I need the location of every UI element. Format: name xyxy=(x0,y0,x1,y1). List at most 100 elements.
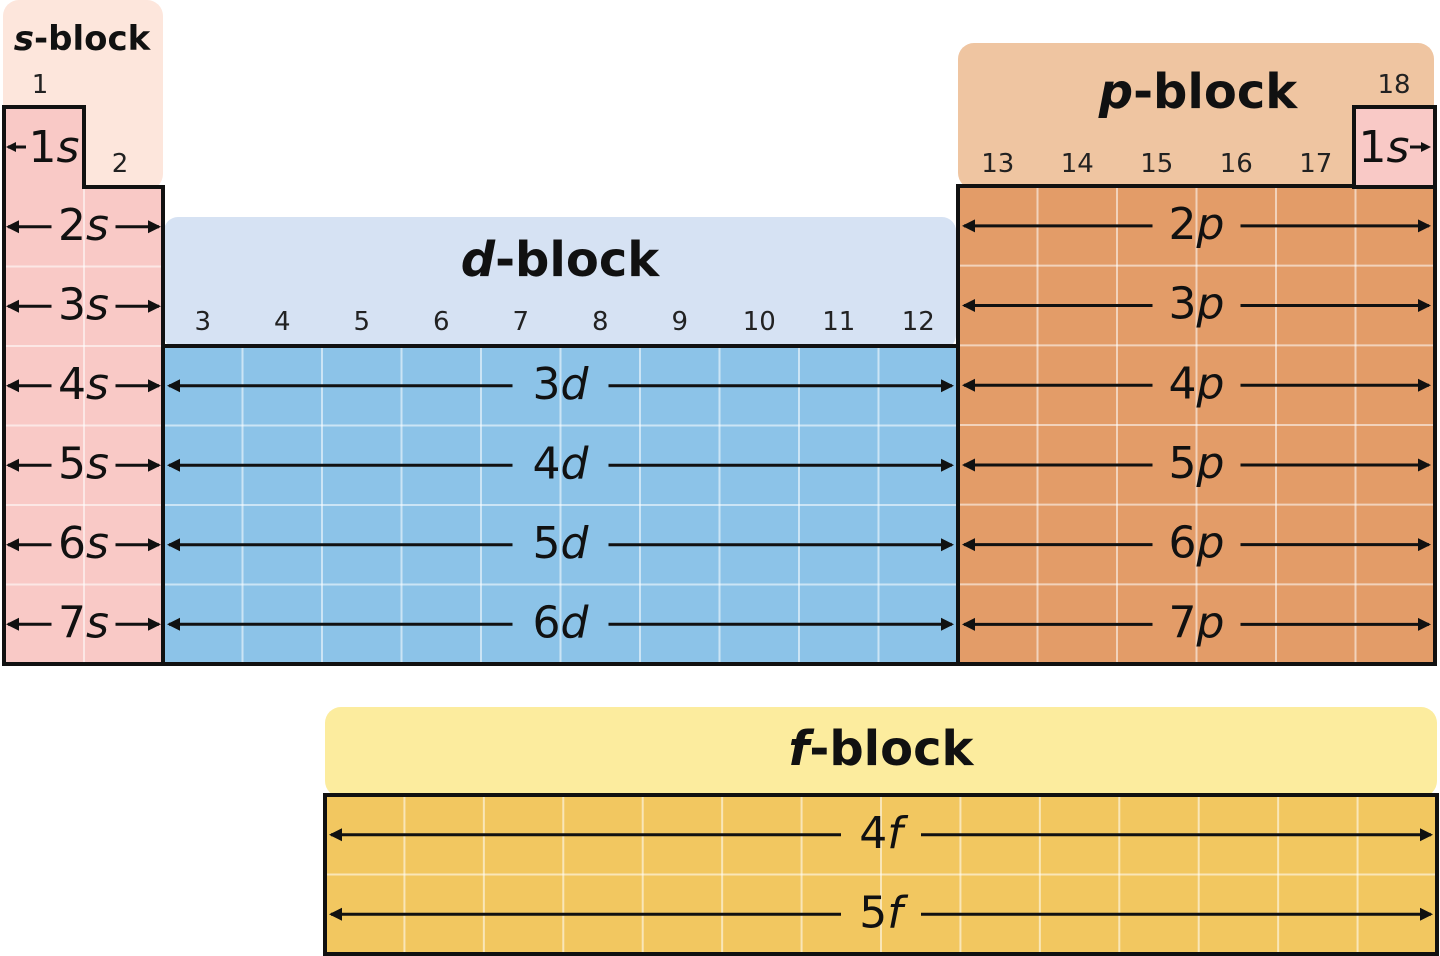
orbital-row-3s: 3s xyxy=(6,279,161,330)
group-number: 3 xyxy=(194,307,211,337)
arrow-head xyxy=(962,458,975,472)
group-number: 7 xyxy=(512,307,529,337)
arrow-head xyxy=(329,907,342,921)
orbital-label: 2p xyxy=(1169,198,1225,249)
orbital-label: 4d xyxy=(533,438,590,489)
group-number: 2 xyxy=(112,149,129,179)
f-block-header xyxy=(325,707,1437,797)
orbital-label: 5s xyxy=(58,438,109,489)
orbital-label: 1s xyxy=(29,122,80,173)
group-number: 15 xyxy=(1140,149,1173,179)
arrow-head xyxy=(941,538,954,552)
arrow-head xyxy=(6,142,16,152)
orbital-label: 5d xyxy=(533,517,590,568)
orbital-label: 3s xyxy=(58,279,109,330)
orbital-label: 2s xyxy=(58,199,109,250)
orbital-row-6d: 6d xyxy=(167,597,954,648)
group-number: 10 xyxy=(743,307,776,337)
group-number: 16 xyxy=(1220,149,1253,179)
arrow-head xyxy=(6,458,19,472)
orbital-row-2p: 2p xyxy=(962,198,1431,249)
arrow-head xyxy=(962,299,975,313)
orbital-label: 4p xyxy=(1169,358,1225,409)
arrow-head xyxy=(6,617,19,631)
orbital-row-7s: 7s xyxy=(6,597,161,648)
group-number: 5 xyxy=(353,307,370,337)
orbital-row-2s: 2s xyxy=(6,199,161,250)
arrow-head xyxy=(6,299,19,313)
group-number: 4 xyxy=(274,307,291,337)
orbital-row-7p: 7p xyxy=(962,597,1431,648)
arrow-head xyxy=(962,538,975,552)
arrow-head xyxy=(167,458,180,472)
group-number: 6 xyxy=(433,307,450,337)
orbital-row-4d: 4d xyxy=(167,438,954,489)
arrow-head xyxy=(1418,219,1431,233)
group-number: 11 xyxy=(822,307,855,337)
orbital-row-6p: 6p xyxy=(962,517,1431,568)
arrow-head xyxy=(1420,907,1433,921)
arrow-head xyxy=(1418,378,1431,392)
orbital-label: 5p xyxy=(1169,437,1225,488)
orbital-label: 7p xyxy=(1169,597,1225,648)
orbital-label: 7s xyxy=(58,597,109,648)
arrow-head xyxy=(1418,538,1431,552)
arrow-head xyxy=(962,378,975,392)
arrow-head xyxy=(941,458,954,472)
orbital-label: 1s xyxy=(1359,122,1410,173)
arrow-head xyxy=(962,617,975,631)
orbital-label: 6p xyxy=(1169,517,1225,568)
arrow-head xyxy=(1418,458,1431,472)
s-group-numbers: 1 2 xyxy=(32,70,129,179)
orbital-row-4s: 4s xyxy=(6,358,161,409)
arrow-head xyxy=(1418,299,1431,313)
arrow-head xyxy=(148,379,161,393)
arrow-head xyxy=(148,458,161,472)
f-block-title: f-block xyxy=(789,721,975,777)
orbital-row-4p: 4p xyxy=(962,358,1431,409)
f-block-cells xyxy=(323,793,1439,956)
group-number: 8 xyxy=(592,307,609,337)
orbital-label: 4f xyxy=(859,807,909,858)
group-number: 1 xyxy=(32,70,49,100)
orbital-row-3d: 3d xyxy=(167,358,954,409)
arrow-head xyxy=(167,379,180,393)
arrow-head xyxy=(1421,142,1431,152)
arrow-head xyxy=(941,379,954,393)
d-block-cells xyxy=(161,344,960,666)
orbital-row-5d: 5d xyxy=(167,517,954,568)
arrow-head xyxy=(148,538,161,552)
d-block-title: d-block xyxy=(461,232,661,288)
orbital-label: 3p xyxy=(1169,278,1225,329)
orbital-label: 6s xyxy=(58,517,109,568)
group-number: 12 xyxy=(902,307,935,337)
arrow-head xyxy=(1418,617,1431,631)
group-number: 14 xyxy=(1061,149,1094,179)
p-orbital-rows: 2p 3p 4p 5p 6p 7p xyxy=(962,198,1431,648)
group-number: 13 xyxy=(981,149,1014,179)
arrow-head xyxy=(941,617,954,631)
orbital-row-5p: 5p xyxy=(962,437,1431,488)
arrow-head xyxy=(148,220,161,234)
helium-orbital-row: 1s xyxy=(1359,122,1431,173)
p-group-numbers: 13 14 15 16 17 18 xyxy=(981,70,1410,179)
arrow-head xyxy=(6,538,19,552)
orbital-label: 5f xyxy=(859,887,909,938)
s-orbital-rows: 1s 2s 3s 4s 5s 6s 7s xyxy=(6,122,161,648)
arrow-head xyxy=(329,828,342,842)
d-orbital-rows: 3d 4d 5d 6d xyxy=(167,358,954,648)
p-block-header xyxy=(958,43,1434,189)
group-number: 17 xyxy=(1299,149,1332,179)
f-orbital-rows: 4f 5f xyxy=(329,807,1433,938)
s-block-title: s-block xyxy=(14,19,152,59)
arrow-head xyxy=(148,617,161,631)
arrow-head xyxy=(962,219,975,233)
arrow-head xyxy=(6,220,19,234)
orbital-row-5s: 5s xyxy=(6,438,161,489)
arrow-head xyxy=(167,617,180,631)
p-block-title: p-block xyxy=(1098,64,1299,120)
group-number: 18 xyxy=(1377,70,1410,100)
orbital-row-3p: 3p xyxy=(962,278,1431,329)
